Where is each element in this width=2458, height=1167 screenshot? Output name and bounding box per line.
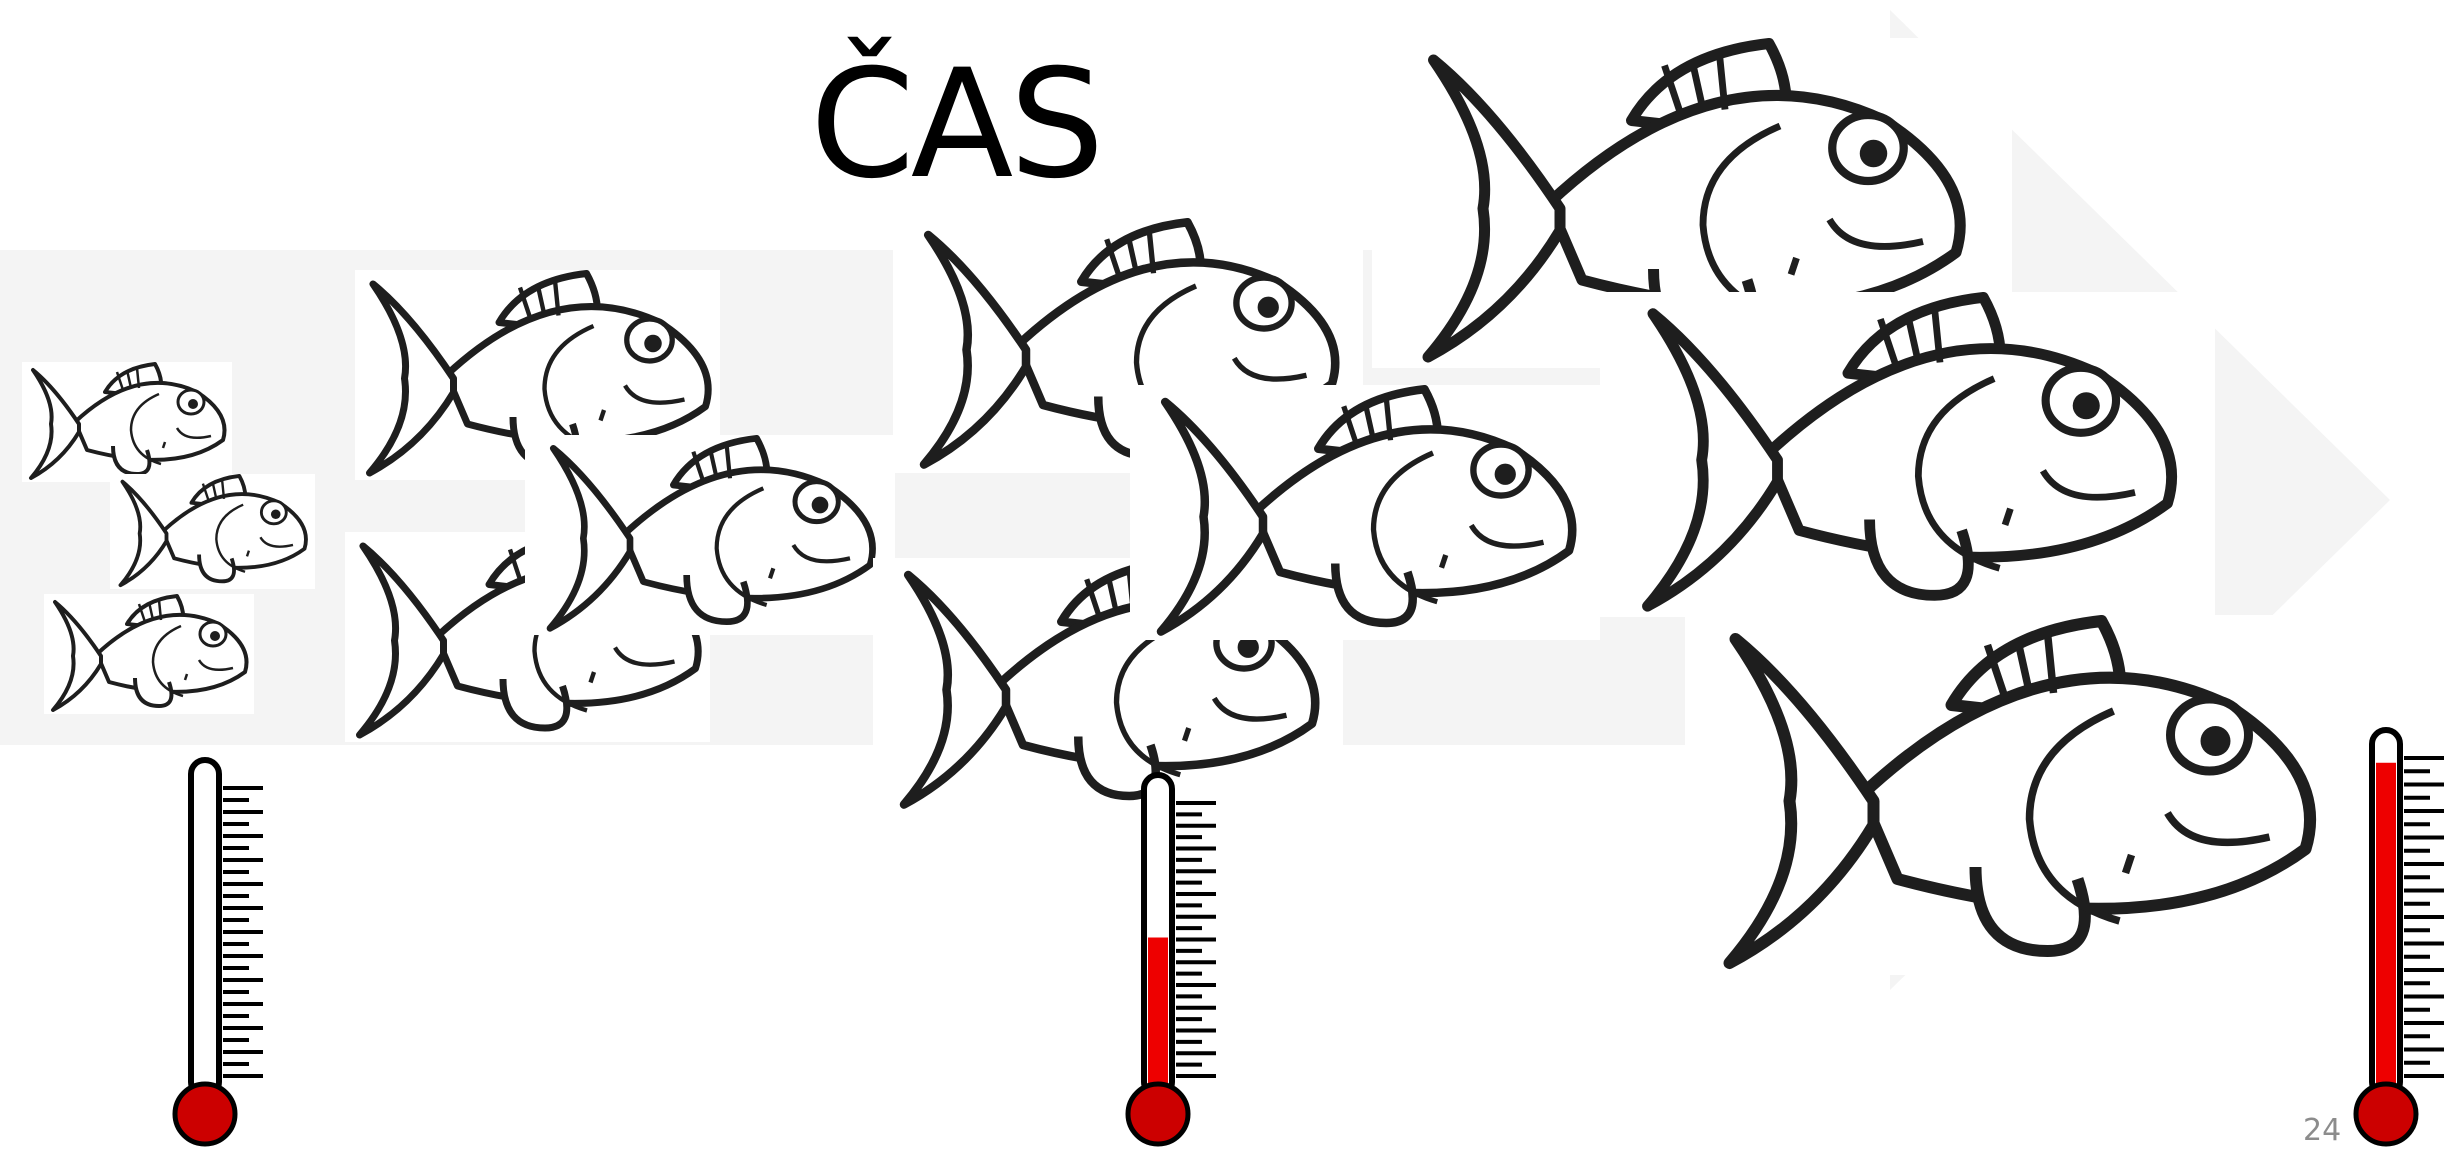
- slide-title: ČAS: [810, 50, 1101, 200]
- thermometer-icon: [175, 760, 263, 1144]
- fish-icon: [22, 362, 232, 482]
- fish-icon: [1685, 615, 2350, 975]
- thermometer-icon: [1128, 775, 1216, 1144]
- fish-icon: [1130, 385, 1600, 640]
- page-number: 24: [2303, 1113, 2341, 1148]
- fish-icon: [525, 435, 895, 635]
- fish-icon: [110, 474, 315, 589]
- fish-icon: [44, 594, 254, 714]
- fish-icon: [1600, 292, 2215, 617]
- thermometer-icon: [2356, 730, 2444, 1144]
